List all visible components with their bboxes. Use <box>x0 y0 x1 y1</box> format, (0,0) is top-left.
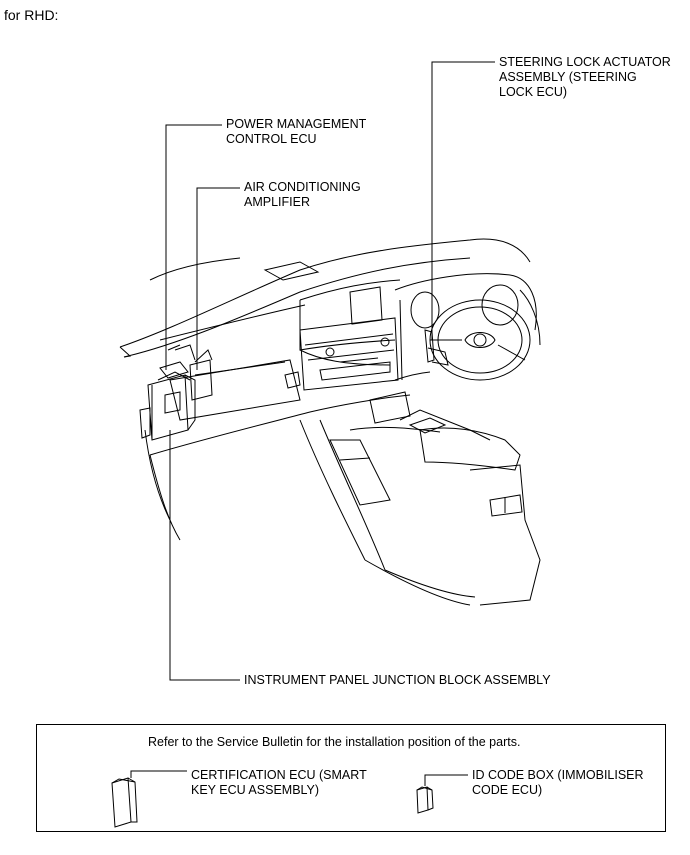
service-bulletin-note: Refer to the Service Bulletin for the in… <box>148 735 521 749</box>
ac-amplifier-label: AIR CONDITIONING AMPLIFIER <box>244 180 361 209</box>
id-code-box-icon <box>416 774 468 814</box>
center-console <box>299 317 399 391</box>
certification-ecu-label: CERTIFICATION ECU (SMART KEY ECU ASSEMBL… <box>191 768 367 797</box>
dashboard-outline <box>119 238 541 606</box>
junction-block-label: INSTRUMENT PANEL JUNCTION BLOCK ASSEMBLY <box>244 673 551 687</box>
leader-ac-amplifier <box>196 187 240 370</box>
leader-lines <box>165 61 495 681</box>
service-bulletin-box <box>36 724 666 832</box>
steering-wheel <box>394 273 541 381</box>
power-management-label: POWER MANAGEMENT CONTROL ECU <box>226 117 367 146</box>
leader-power-mgmt <box>165 124 222 370</box>
leader-junction-block <box>169 430 240 681</box>
leader-steering-lock <box>431 61 495 340</box>
page-heading: for RHD: <box>4 7 59 23</box>
steering-lock-label: STEERING LOCK ACTUATOR ASSEMBLY (STEERIN… <box>499 55 671 99</box>
id-code-box-label: ID CODE BOX (IMMOBILISER CODE ECU) <box>472 768 644 797</box>
ecu-cluster <box>139 344 213 441</box>
certification-ecu-icon <box>111 770 187 828</box>
